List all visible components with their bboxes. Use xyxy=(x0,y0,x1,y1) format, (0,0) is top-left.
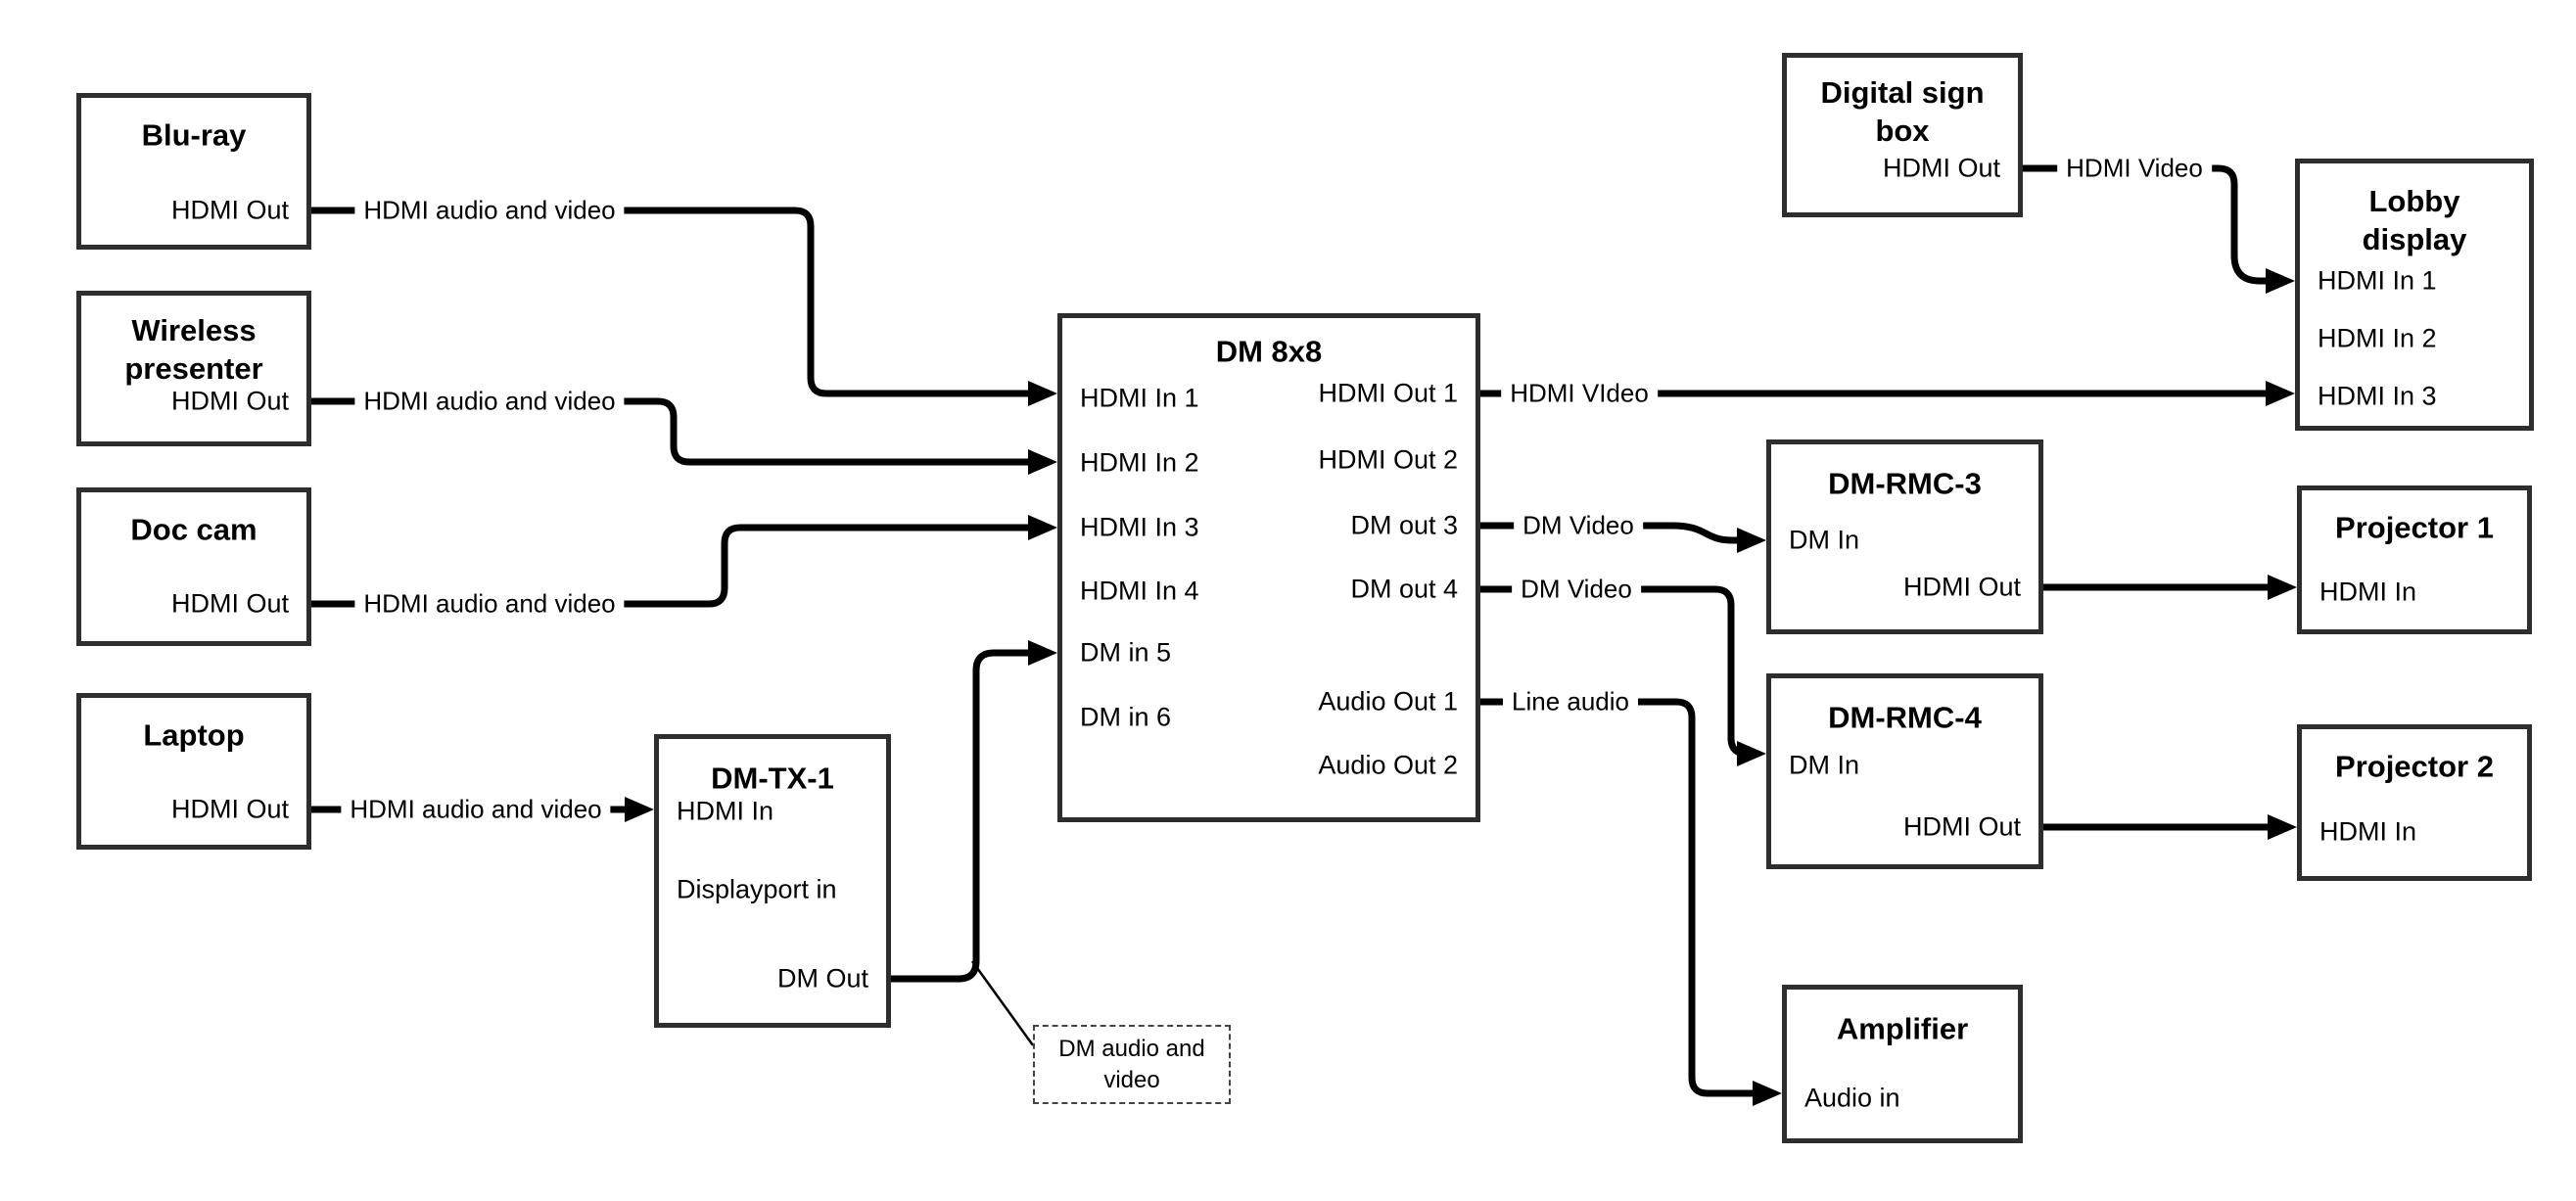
wire-label-line-audio: Line audio xyxy=(1503,686,1638,717)
box-lobby-title-text: Lobby display xyxy=(2362,183,2467,256)
port-dm8x8-hdmi-in-2: HDMI In 2 xyxy=(1080,447,1199,478)
arrow-proj1-hdmi-in xyxy=(2268,575,2297,600)
port-dm8x8-dm-out-4: DM out 4 xyxy=(1350,574,1458,604)
box-doccam-title: Doc cam xyxy=(81,510,306,548)
box-doccam-title-text: Doc cam xyxy=(130,512,258,547)
wire-digitalsign-to-lobby-in1 xyxy=(2023,164,2269,285)
port-amp-audio-in: Audio in xyxy=(1804,1083,1900,1113)
port-rmc4-dm-in: DM In xyxy=(1789,750,1860,780)
port-rmc4-hdmi-out: HDMI Out xyxy=(1902,811,2021,842)
box-projector-2: Projector 2 HDMI In xyxy=(2297,724,2532,881)
box-digital-sign-title: Digital sign box xyxy=(1787,73,2018,150)
port-lobby-hdmi-in-3: HDMI In 3 xyxy=(2318,381,2437,411)
arrow-dmtx1-hdmi-in xyxy=(625,797,654,822)
wire-label-bluray: HDMI audio and video xyxy=(354,195,625,226)
port-dm8x8-hdmi-in-1: HDMI In 1 xyxy=(1080,383,1199,413)
port-dm8x8-dm-in-6: DM in 6 xyxy=(1080,702,1172,732)
wire-label-dm-video-out4: DM Video xyxy=(1512,574,1641,605)
box-amplifier-title: Amplifier xyxy=(1787,1009,2018,1047)
port-doccam-hdmi-out: HDMI Out xyxy=(170,588,289,619)
box-dm-rmc-4: DM-RMC-4 DM In HDMI Out xyxy=(1766,673,2043,869)
box-bluray-title-text: Blu-ray xyxy=(141,117,247,153)
box-bluray-title: Blu-ray xyxy=(81,115,306,154)
box-laptop-title: Laptop xyxy=(81,716,306,754)
wire-dmtx1-to-dm8x8-in5 xyxy=(891,649,1031,983)
wire-dm8x8-out4-to-rmc4 xyxy=(1480,585,1748,758)
note-dm-audio-video: DM audio and video xyxy=(1033,1025,1231,1104)
wire-dm8x8-aout1-to-amplifier xyxy=(1480,698,1756,1097)
port-laptop-hdmi-out: HDMI Out xyxy=(170,794,289,824)
arrow-dm8x8-in3 xyxy=(1028,515,1057,540)
wire-label-hdmi-video: HDMI Video xyxy=(2057,153,2212,184)
box-digital-sign-title-text: Digital sign box xyxy=(1820,74,1985,148)
arrow-rmc3-dm-in xyxy=(1737,528,1766,553)
arrow-dm8x8-in5 xyxy=(1028,640,1057,666)
box-bluray: Blu-ray HDMI Out xyxy=(76,93,311,250)
note-dm-audio-video-text: DM audio and video xyxy=(1058,1036,1205,1093)
wire-label-doccam: HDMI audio and video xyxy=(354,588,625,620)
box-digital-sign: Digital sign box HDMI Out xyxy=(1782,53,2023,217)
box-wireless-presenter: Wireless presenter HDMI Out xyxy=(76,291,311,446)
box-dm-rmc-3-title: DM-RMC-3 xyxy=(1771,464,2038,502)
port-rmc3-dm-in: DM In xyxy=(1789,525,1860,555)
port-wireless-hdmi-out: HDMI Out xyxy=(170,386,289,416)
box-dm-rmc-4-title-text: DM-RMC-4 xyxy=(1828,700,1982,735)
box-projector-1: Projector 1 HDMI In xyxy=(2297,485,2532,634)
port-dm8x8-hdmi-out-2: HDMI Out 2 xyxy=(1318,444,1458,475)
port-dm8x8-audio-out-1: Audio Out 1 xyxy=(1318,686,1458,716)
box-doccam: Doc cam HDMI Out xyxy=(76,487,311,646)
port-dm8x8-hdmi-in-4: HDMI In 4 xyxy=(1080,576,1199,606)
box-lobby-display: Lobby display HDMI In 1 HDMI In 2 HDMI I… xyxy=(2295,159,2534,431)
arrow-lobby-in3 xyxy=(2266,381,2295,406)
box-dm-tx-1: DM-TX-1 HDMI In Displayport in DM Out xyxy=(654,734,891,1028)
port-proj2-hdmi-in: HDMI In xyxy=(2319,816,2417,847)
box-dm-rmc-3: DM-RMC-3 DM In HDMI Out xyxy=(1766,439,2043,634)
port-dm8x8-hdmi-out-1: HDMI Out 1 xyxy=(1318,378,1458,408)
arrow-dm8x8-in1 xyxy=(1028,381,1057,406)
port-dm8x8-dm-in-5: DM in 5 xyxy=(1080,637,1172,668)
box-dm-8x8: DM 8x8 HDMI In 1 HDMI In 2 HDMI In 3 HDM… xyxy=(1057,313,1480,822)
port-dm8x8-dm-out-3: DM out 3 xyxy=(1350,510,1458,540)
wire-label-wireless: HDMI audio and video xyxy=(354,386,625,417)
arrow-proj2-hdmi-in xyxy=(2268,814,2297,840)
box-amplifier: Amplifier Audio in xyxy=(1782,985,2023,1143)
box-wireless-title: Wireless presenter xyxy=(81,311,306,388)
box-amplifier-title-text: Amplifier xyxy=(1836,1011,1969,1046)
arrow-rmc4-dm-in xyxy=(1737,741,1766,766)
port-dmtx1-hdmi-in: HDMI In xyxy=(677,796,774,826)
box-dm-rmc-4-title: DM-RMC-4 xyxy=(1771,698,2038,736)
box-projector-2-title: Projector 2 xyxy=(2302,747,2527,785)
box-laptop: Laptop HDMI Out xyxy=(76,693,311,850)
port-proj1-hdmi-in: HDMI In xyxy=(2319,577,2417,607)
box-laptop-title-text: Laptop xyxy=(143,717,245,753)
port-digital-sign-hdmi-out: HDMI Out xyxy=(1882,153,2000,183)
box-dm-8x8-title-text: DM 8x8 xyxy=(1215,334,1323,369)
port-dmtx1-displayport-in: Displayport in xyxy=(677,874,837,904)
port-dmtx1-dm-out: DM Out xyxy=(776,963,868,993)
box-lobby-title: Lobby display xyxy=(2300,182,2529,258)
port-rmc3-hdmi-out: HDMI Out xyxy=(1902,572,2021,602)
note-callout-line xyxy=(970,960,1035,1046)
port-dm8x8-hdmi-in-3: HDMI In 3 xyxy=(1080,512,1199,542)
box-projector-2-title-text: Projector 2 xyxy=(2335,749,2494,784)
port-lobby-hdmi-in-2: HDMI In 2 xyxy=(2318,323,2437,353)
port-dm8x8-audio-out-2: Audio Out 2 xyxy=(1318,750,1458,780)
box-dm-rmc-3-title-text: DM-RMC-3 xyxy=(1828,466,1982,501)
wire-bluray-to-dm8x8-in1 xyxy=(311,207,1031,397)
port-bluray-hdmi-out: HDMI Out xyxy=(170,195,289,225)
arrow-dm8x8-in2 xyxy=(1028,449,1057,475)
box-dm-tx-1-title-text: DM-TX-1 xyxy=(711,761,834,796)
box-dm-8x8-title: DM 8x8 xyxy=(1062,332,1475,370)
arrow-amp-audio-in xyxy=(1753,1081,1782,1106)
box-projector-1-title: Projector 1 xyxy=(2302,508,2527,546)
wire-label-laptop: HDMI audio and video xyxy=(341,794,611,825)
wire-label-hdmi-video-out1: HDMI VIdeo xyxy=(1501,378,1658,409)
arrow-lobby-in1 xyxy=(2266,268,2295,294)
box-projector-1-title-text: Projector 1 xyxy=(2335,510,2494,545)
box-dm-tx-1-title: DM-TX-1 xyxy=(659,759,886,797)
port-lobby-hdmi-in-1: HDMI In 1 xyxy=(2318,265,2437,296)
box-wireless-title-text: Wireless presenter xyxy=(124,312,263,386)
wire-label-dm-video-out3: DM Video xyxy=(1514,510,1643,541)
